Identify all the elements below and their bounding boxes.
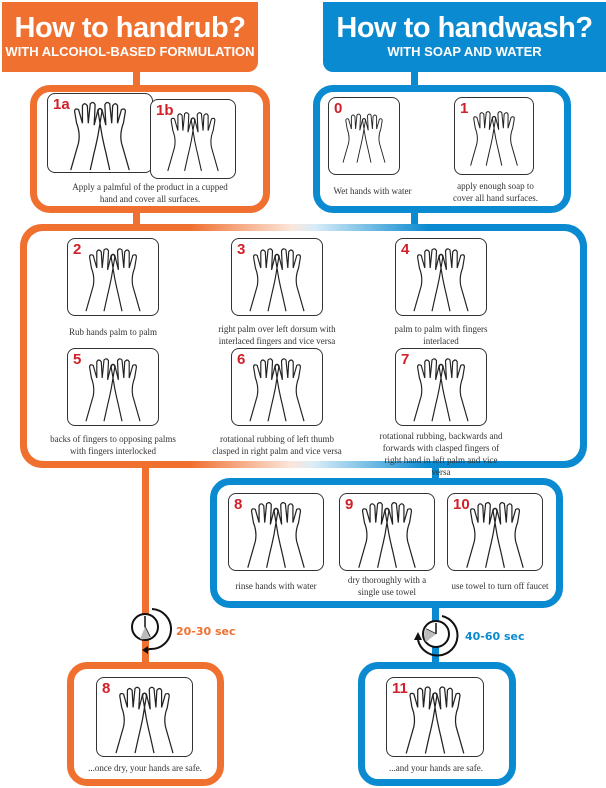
handrub-header: How to handrub? WITH ALCOHOL-BASED FORMU… <box>2 2 258 72</box>
step-number: 8 <box>234 496 243 513</box>
palm-over-dorsum-illustration <box>232 239 322 315</box>
step-panel-6: 6 <box>231 348 323 426</box>
step-caption: use towel to turn off faucet <box>451 581 549 591</box>
handrub-title: How to handrub? <box>14 12 246 44</box>
step-panel-8-final: 8 <box>96 677 193 757</box>
step-panel-3: 3 <box>231 238 323 316</box>
step-panel-1a: 1a <box>47 93 153 173</box>
towel-dry-illustration <box>340 494 434 570</box>
step-number: 6 <box>237 351 246 368</box>
step-number: 1b <box>156 102 174 119</box>
step-panel-0: 0 <box>328 97 400 175</box>
connector-line <box>411 208 418 228</box>
palm-to-palm-illustration <box>68 239 158 315</box>
step-number: 11 <box>392 680 408 697</box>
step-caption: backs of fingers to opposing palms with … <box>50 434 176 456</box>
handwash-title: How to handwash? <box>336 12 593 44</box>
step-number: 9 <box>345 496 354 513</box>
connector-line <box>133 208 140 228</box>
handwash-header: How to handwash? WITH SOAP AND WATER <box>323 2 606 72</box>
rinse-illustration <box>229 494 323 570</box>
handwash-subtitle: WITH SOAP AND WATER <box>387 44 542 59</box>
step-caption: Wet hands with water <box>333 186 412 196</box>
step-panel-2: 2 <box>67 238 159 316</box>
step-caption: Apply a palmful of the product in a cupp… <box>72 182 228 204</box>
step-panel-10: 10 <box>447 493 543 571</box>
step-caption: ...once dry, your hands are safe. <box>88 763 202 773</box>
step-number: 7 <box>401 351 410 368</box>
step-number: 2 <box>73 241 82 258</box>
step-panel-5: 5 <box>67 348 159 426</box>
step-number: 1a <box>53 96 70 113</box>
handrub-timeline-line <box>142 464 149 666</box>
step-number: 0 <box>334 100 343 117</box>
step-number: 4 <box>401 241 410 258</box>
step-caption: rotational rubbing, backwards and forwar… <box>379 431 503 477</box>
step-caption: right palm over left dorsum with interla… <box>218 324 336 346</box>
step-panel-9: 9 <box>339 493 435 571</box>
fingers-interlaced-illustration <box>396 239 486 315</box>
step-caption: rinse hands with water <box>235 581 317 591</box>
connector-line <box>411 70 418 90</box>
step-caption: ...and your hands are safe. <box>389 763 483 773</box>
step-caption: dry thoroughly with a single use towel <box>347 575 427 597</box>
connector-line <box>133 70 140 90</box>
step-number: 10 <box>453 496 470 513</box>
step-caption: rotational rubbing of left thumb clasped… <box>212 434 342 456</box>
step-panel-1: 1 <box>454 97 534 175</box>
clean-hands-illustration <box>97 678 192 756</box>
step-number: 5 <box>73 351 82 368</box>
step-panel-7: 7 <box>395 348 487 426</box>
fingertip-rubbing-illustration <box>396 349 486 425</box>
handrub-subtitle: WITH ALCOHOL-BASED FORMULATION <box>5 44 255 59</box>
step-number: 8 <box>102 680 111 697</box>
handrub-duration: 20-30 sec <box>176 625 236 638</box>
step-number: 1 <box>460 100 469 117</box>
clock-icon <box>131 608 172 654</box>
handwash-duration: 40-60 sec <box>465 630 525 643</box>
step-panel-1b: 1b <box>150 99 236 179</box>
step-panel-8-rinse: 8 <box>228 493 324 571</box>
step-caption: apply enough soap to cover all hand surf… <box>453 181 538 203</box>
step-caption: Rub hands palm to palm <box>69 327 157 337</box>
thumb-rubbing-illustration <box>232 349 322 425</box>
step-number: 3 <box>237 241 246 258</box>
connector-line <box>432 464 439 482</box>
backs-of-fingers-illustration <box>68 349 158 425</box>
step-panel-11: 11 <box>386 677 484 757</box>
clock-icon <box>414 615 459 657</box>
step-caption: palm to palm with fingers interlaced <box>394 324 488 346</box>
step-panel-4: 4 <box>395 238 487 316</box>
